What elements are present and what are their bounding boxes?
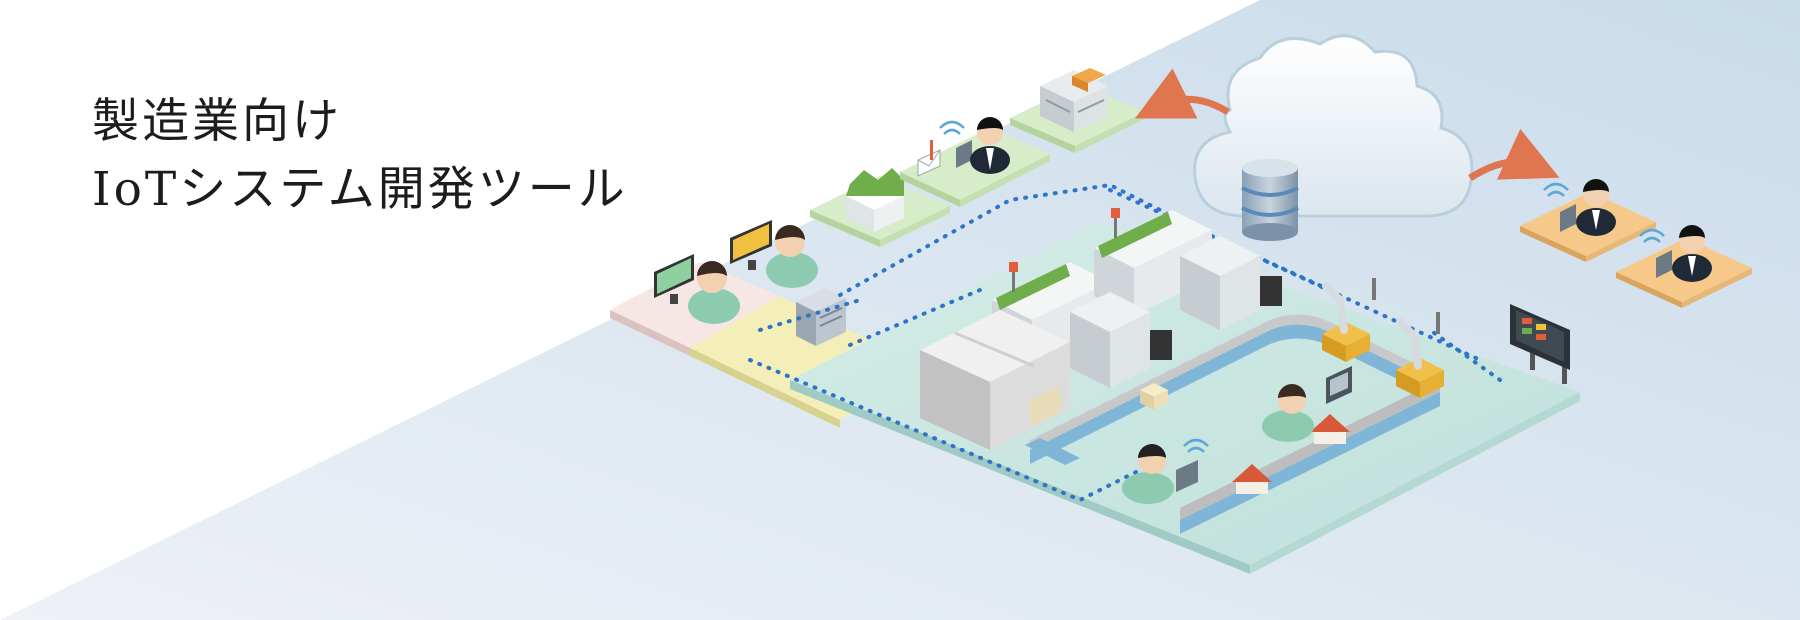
cloud-to-remote-arrow	[1468, 128, 1560, 181]
robot-arm-icon	[1396, 312, 1444, 398]
production-machine-icon	[1180, 236, 1282, 330]
signboard-monitor-icon	[1510, 304, 1570, 384]
inspection-unit-icon	[920, 310, 1070, 450]
worker-icon	[1262, 384, 1314, 442]
hero-title: 製造業向け IoTシステム開発ツール	[92, 88, 628, 224]
worker-icon	[1122, 444, 1198, 504]
cloud-to-office-arrow	[1134, 68, 1230, 119]
hero-title-line-2: IoTシステム開発ツール	[92, 162, 628, 217]
control-panel-icon	[1326, 366, 1352, 404]
pc-monitor-icon	[654, 254, 694, 304]
remote-desk	[1520, 179, 1656, 262]
product-box-icon	[1140, 383, 1168, 410]
worker-icon	[688, 261, 740, 324]
factory-floor	[790, 222, 1580, 574]
robot-arm-icon	[1322, 278, 1376, 362]
mail-icon	[917, 140, 941, 177]
database-icon	[1241, 159, 1299, 241]
remote-desk	[1616, 225, 1752, 308]
worker-icon	[766, 225, 818, 288]
production-machine-icon	[1070, 292, 1172, 388]
pc-monitor-icon	[730, 220, 772, 270]
wireless-icon	[1183, 438, 1209, 453]
hero-title-line-1: 製造業向け	[92, 94, 342, 149]
product-house-icon	[1310, 414, 1350, 444]
wireless-icon	[1543, 182, 1569, 197]
office-building-icon	[1040, 68, 1108, 132]
wireless-icon	[939, 120, 965, 135]
factory-building-icon	[846, 168, 904, 232]
wireless-icon	[1639, 228, 1665, 243]
worker-icon	[956, 117, 1010, 174]
edge-server-icon	[796, 288, 846, 346]
product-house-icon	[1232, 464, 1272, 494]
